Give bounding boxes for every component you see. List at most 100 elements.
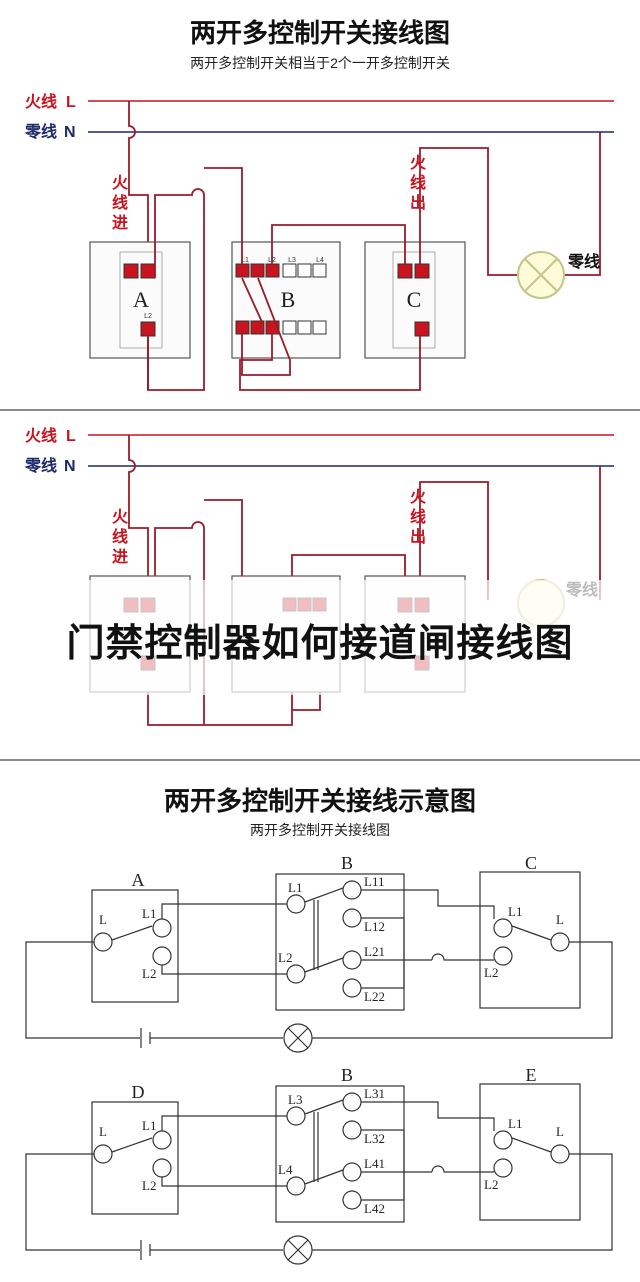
right-switch-box — [479, 1083, 581, 1221]
wire-mid-cross — [361, 917, 405, 989]
mid-o2-text: L12 — [364, 919, 385, 934]
mid-terminal-o3 — [342, 950, 362, 970]
right-switch-arm — [511, 925, 552, 941]
switch-c-terminal-l — [397, 263, 413, 279]
right-terminal-l1 — [493, 918, 513, 938]
wire-lamp-to-right — [312, 1153, 613, 1251]
mid-in2-text: L2 — [278, 950, 292, 965]
mid-switch-arm-2 — [304, 957, 344, 973]
wire-mid-o1-to-right — [361, 889, 495, 919]
b-to-c-wire-top — [271, 224, 406, 265]
a-to-b-wire-loop — [147, 188, 205, 391]
panel-1: 两开多控制开关接线图 两开多控制开关相当于2个一开多控制开关 火线 L 零线 N… — [24, 18, 614, 391]
mid-switch-arm-2 — [304, 1169, 344, 1185]
panel-3-title: 两开多控制开关接线示意图 — [164, 786, 476, 816]
b-cross-wire-1 — [241, 277, 291, 376]
right-l1-text: L1 — [508, 904, 522, 919]
switch-b-top-terminals — [235, 263, 327, 335]
wire-mid-o1-to-right — [361, 1101, 495, 1131]
live-in-wire — [128, 101, 149, 265]
left-terminal-l — [93, 932, 113, 952]
left-switch-box — [91, 889, 179, 1003]
left-switch-name: D — [132, 1082, 145, 1102]
wire-left-l2-to-mid — [161, 965, 287, 975]
switch-b-label: B — [281, 287, 296, 312]
left-l1-text: L1 — [142, 906, 156, 921]
mid-switch-name: B — [341, 1065, 353, 1085]
live-letter-2: L — [66, 428, 76, 445]
switch-a-terminal-l1 — [140, 263, 156, 279]
wire-left-l1-to-mid — [161, 1115, 287, 1131]
mid-o1-text: L11 — [364, 874, 384, 889]
mid-o4-text: L22 — [364, 989, 385, 1004]
right-l1-text: L1 — [508, 1116, 522, 1131]
panel-1-title: 两开多控制开关接线图 — [190, 18, 450, 48]
live-letter: L — [66, 94, 76, 111]
wire-left-l1-to-mid — [161, 903, 287, 919]
mid-o3-text: L41 — [364, 1156, 385, 1171]
live-out-char-2-p2: 线 — [410, 507, 426, 526]
switch-c-terminal-l2 — [414, 321, 430, 337]
right-terminal-l — [550, 932, 570, 952]
neutral-letter: N — [64, 124, 76, 141]
wire-mid-o3-hop — [431, 953, 494, 961]
left-switch-box — [91, 1101, 179, 1215]
switch-b-top-l1: L1 — [241, 257, 249, 264]
right-terminal-l2 — [493, 946, 513, 966]
switch-a-terminal-l — [123, 263, 139, 279]
neutral-label-2: 零线 — [24, 456, 57, 475]
mid-switch-name: B — [341, 853, 353, 873]
mid-terminal-in-2 — [286, 964, 306, 984]
panel-3-subtitle: 两开多控制开关接线图 — [250, 822, 390, 838]
mid-terminal-o1 — [342, 880, 362, 900]
right-switch-name: E — [526, 1065, 537, 1085]
switch-a-l2-text: L2 — [144, 313, 152, 320]
live-out-char-1-p2: 火 — [410, 488, 427, 506]
left-switch-arm — [111, 1137, 153, 1153]
a-l1-to-b-wire — [204, 167, 243, 265]
mid-terminal-in-1 — [286, 1106, 306, 1126]
live-label: 火线 — [25, 92, 57, 111]
mid-in1-text: L3 — [288, 1092, 302, 1107]
left-l2-text: L2 — [142, 1178, 156, 1193]
mid-terminal-o3 — [342, 1162, 362, 1182]
mid-terminal-in-1 — [286, 894, 306, 914]
right-terminal-l1 — [493, 1130, 513, 1150]
wire-lamp-to-right — [312, 941, 613, 1039]
left-terminal-l — [93, 1144, 113, 1164]
live-in-char-2: 线 — [112, 193, 128, 212]
wire-left-l2-to-mid — [161, 1177, 287, 1187]
switch-a-label: A — [133, 287, 149, 312]
mid-terminal-o2 — [342, 908, 362, 928]
live-in-char-3: 进 — [112, 214, 128, 232]
lamp-symbol-cross — [287, 1239, 309, 1261]
lamp-neutral-wire — [565, 132, 601, 276]
switch-plate-b — [231, 241, 341, 359]
left-l1-text: L1 — [142, 1118, 156, 1133]
switch-b-top-l3: L3 — [288, 257, 296, 264]
left-terminal-l1 — [152, 918, 172, 938]
neutral-letter-2: N — [64, 458, 76, 475]
right-l-text: L — [556, 912, 564, 927]
right-terminal-l2 — [493, 1158, 513, 1178]
live-out-char-2: 线 — [410, 173, 426, 192]
right-switch-name: C — [525, 853, 537, 873]
right-switch-arm — [511, 1137, 552, 1153]
mid-o4-text: L42 — [364, 1201, 385, 1216]
switch-a-terminal-l2 — [140, 321, 156, 337]
switch-c-terminal-l1 — [414, 263, 430, 279]
left-terminal-l2 — [152, 1158, 172, 1178]
right-l2-text: L2 — [484, 1177, 498, 1192]
b-to-c-wire-bottom — [239, 334, 421, 391]
wire-mid-cross — [361, 1129, 405, 1201]
live-out-char-3: 出 — [410, 193, 426, 212]
left-terminal-l1 — [152, 1130, 172, 1150]
neutral-label: 零线 — [24, 122, 57, 141]
mid-in1-text: L1 — [288, 880, 302, 895]
switch-b-top-l4: L4 — [316, 257, 324, 264]
left-switch-name: A — [132, 870, 145, 890]
mid-switch-arm-1 — [304, 1099, 344, 1115]
lamp-neutral-label: 零线 — [567, 252, 600, 271]
